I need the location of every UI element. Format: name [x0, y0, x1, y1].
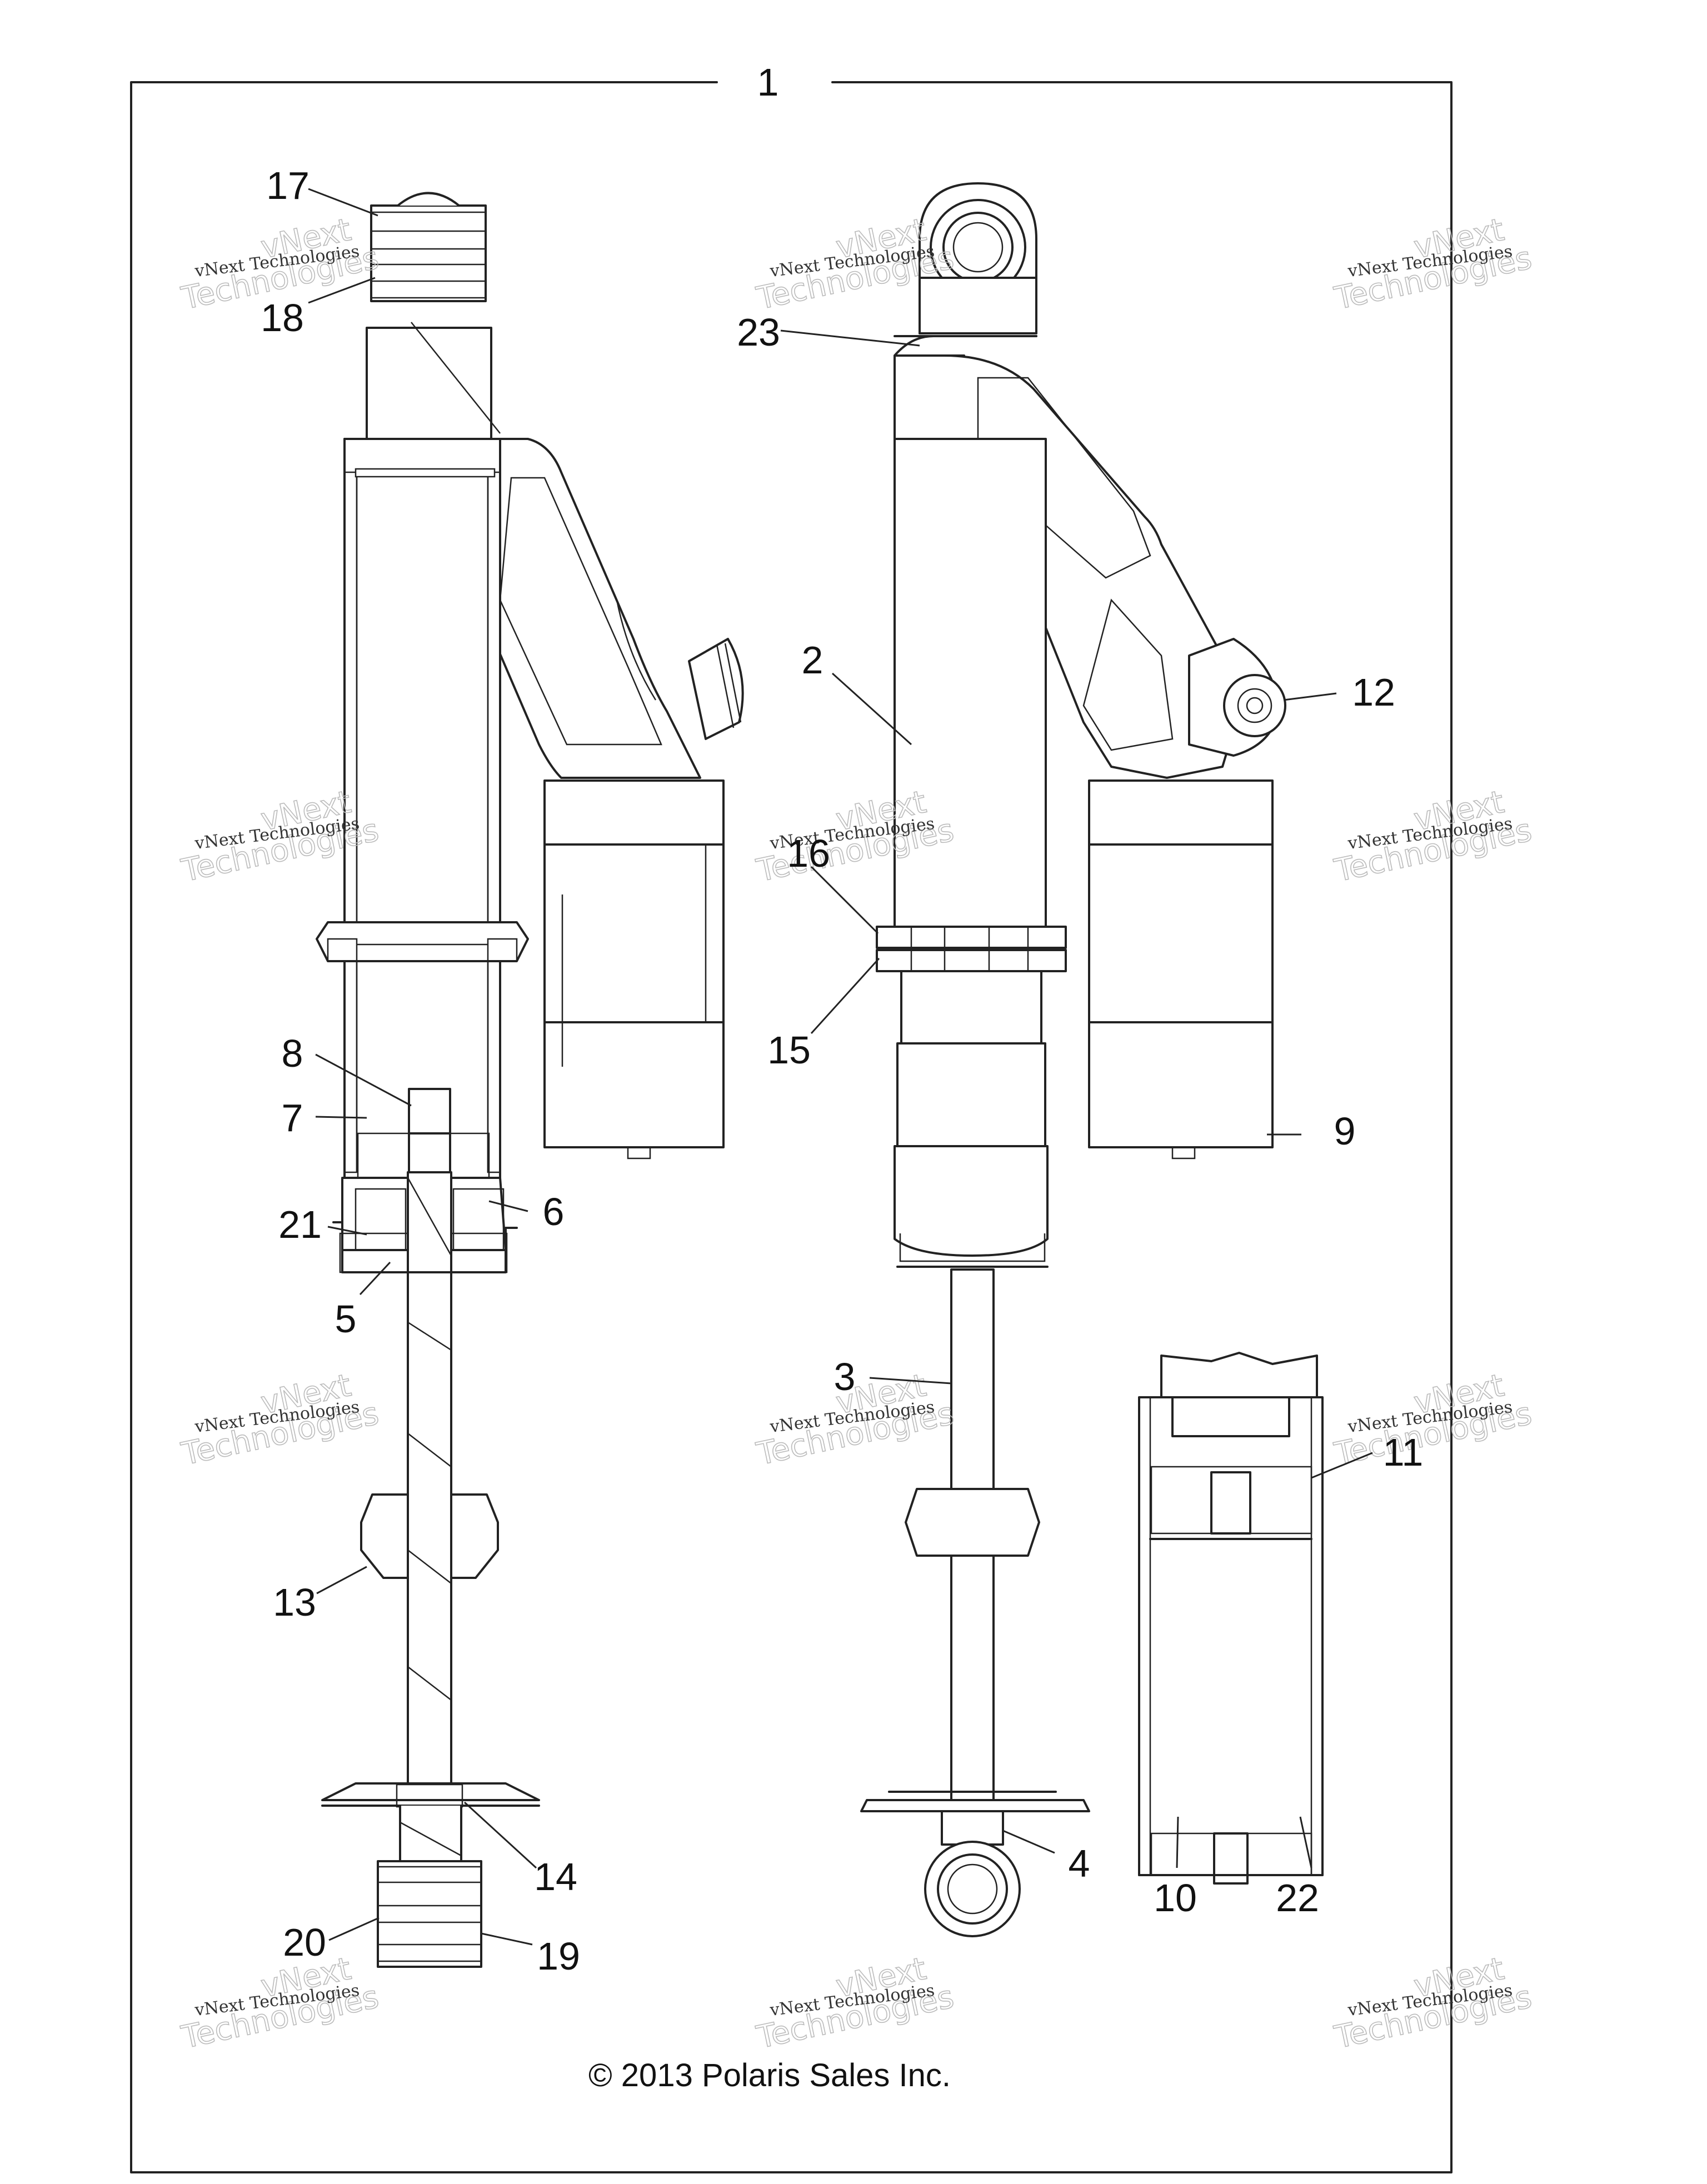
callout-3: 3 — [834, 1355, 856, 1398]
callout-labels: 1 17 18 23 2 12 16 15 8 7 6 21 5 9 3 11 … — [261, 61, 1423, 1978]
exterior-view-shock — [860, 182, 1286, 1937]
assembly-number: 1 — [757, 61, 779, 104]
assembly-frame — [130, 81, 1453, 2173]
leader-lines — [308, 188, 1373, 1946]
callout-16: 16 — [787, 832, 830, 875]
callout-8: 8 — [282, 1032, 303, 1075]
callout-11: 11 — [1383, 1431, 1424, 1474]
callout-19: 19 — [537, 1935, 580, 1978]
callout-13: 13 — [273, 1581, 316, 1624]
callout-7: 7 — [282, 1096, 303, 1140]
callout-6: 6 — [543, 1190, 565, 1233]
callout-15: 15 — [767, 1028, 811, 1072]
callout-20: 20 — [283, 1921, 326, 1964]
section-view-shock — [316, 192, 744, 1968]
copyright-notice: © 2013 Polaris Sales Inc. — [588, 2057, 951, 2093]
reservoir-section-detail — [1138, 1352, 1324, 1885]
callout-9: 9 — [1334, 1110, 1356, 1153]
callout-2: 2 — [802, 638, 823, 682]
callout-12: 12 — [1352, 671, 1395, 714]
callout-14: 14 — [534, 1855, 577, 1898]
callout-18: 18 — [261, 296, 304, 339]
callout-23: 23 — [737, 311, 780, 354]
callout-4: 4 — [1069, 1842, 1090, 1885]
callout-22: 22 — [1276, 1876, 1319, 1920]
callout-21: 21 — [278, 1203, 322, 1246]
callout-17: 17 — [266, 164, 310, 207]
callout-10: 10 — [1154, 1876, 1197, 1920]
callout-5: 5 — [335, 1297, 357, 1341]
